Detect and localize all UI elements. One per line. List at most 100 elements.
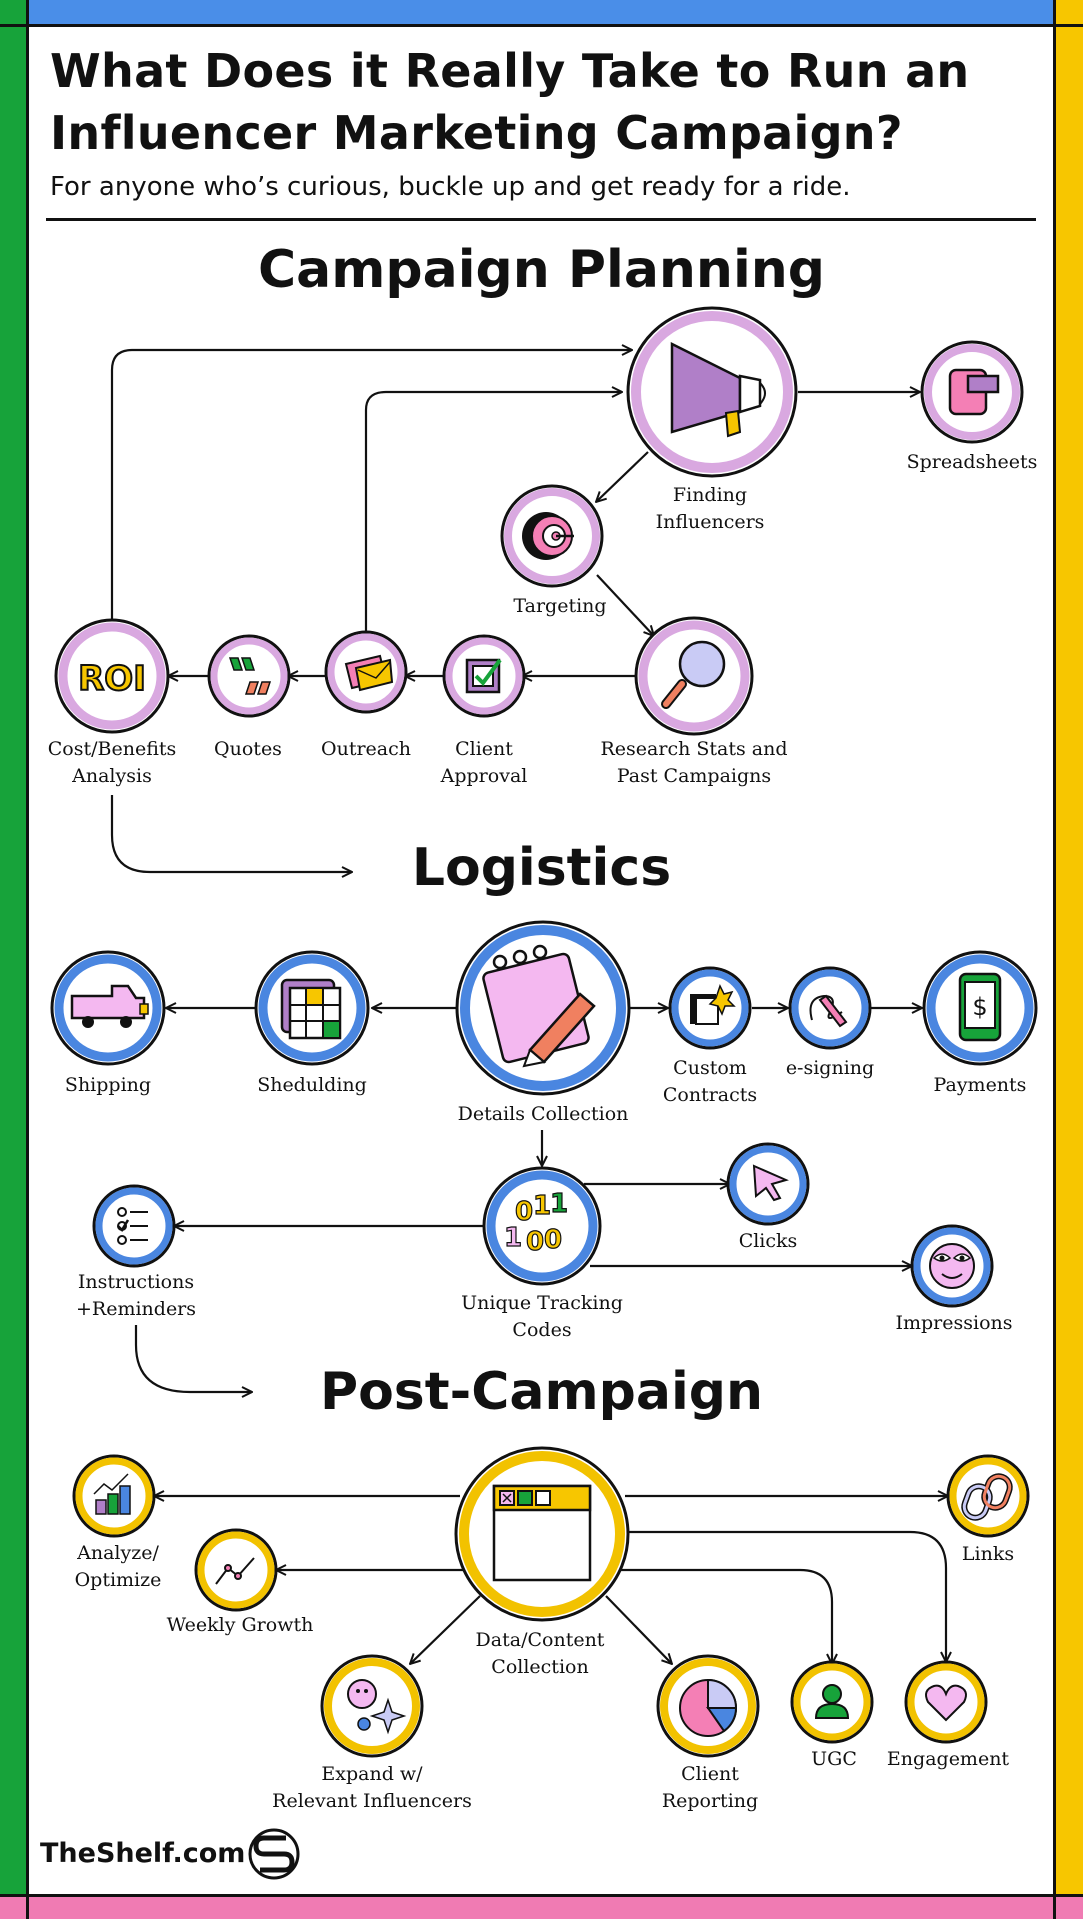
roi-text: ROI [78, 659, 146, 699]
weekly-growth-node [194, 1528, 278, 1612]
label-line: Influencers [655, 511, 765, 533]
top-bar [0, 0, 1083, 26]
label-analyze: Analyze/ Optimize [75, 1540, 162, 1594]
quotes-node [207, 634, 291, 718]
label-line: Analysis [72, 765, 152, 787]
label-details-collection: Details Collection [457, 1103, 629, 1125]
label-weekly-growth: Weekly Growth [166, 1614, 314, 1636]
svg-text:0: 0 [544, 1225, 562, 1255]
label-line: Client [681, 1763, 739, 1785]
impressions-node [910, 1224, 994, 1308]
frame-line-top [0, 24, 1083, 27]
payments-node: $ [922, 950, 1038, 1066]
tracking-codes-node: 0 1 1 1 0 0 [482, 1166, 602, 1286]
label-data-collection: Data/Content Collection [476, 1627, 605, 1681]
targeting-node [500, 484, 604, 588]
svg-text:1: 1 [533, 1191, 551, 1221]
svg-text:1: 1 [550, 1189, 568, 1219]
page-title: What Does it Really Take to Run an Influ… [50, 40, 1010, 164]
browser-window-icon [492, 1484, 592, 1582]
logistics-connectors [134, 1008, 922, 1392]
planning-connectors [110, 350, 920, 872]
label-line: Research Stats and [600, 738, 788, 760]
label-line: Expand w/ [321, 1763, 423, 1785]
chain-link-icon [961, 1473, 1013, 1521]
spreadsheets-node [920, 340, 1024, 444]
label-line: Client [455, 738, 513, 760]
details-collection-node [455, 920, 631, 1096]
checkbox-icon [465, 658, 502, 694]
label-client-approval: Client Approval [441, 736, 528, 790]
megaphone-icon [670, 341, 766, 438]
section-title-logistics: Logistics [411, 838, 672, 898]
scheduling-node [254, 950, 370, 1066]
label-line: Optimize [74, 1569, 162, 1591]
footer-brand[interactable]: TheShelf.com [40, 1838, 246, 1869]
phone-dollar-icon: $ [958, 972, 1002, 1042]
finding-influencers-node [626, 306, 798, 478]
label-clicks: Clicks [738, 1230, 798, 1252]
label-impressions: Impressions [895, 1312, 1013, 1334]
engagement-node [904, 1660, 988, 1744]
label-expand: Expand w/ Relevant Influencers [272, 1761, 472, 1815]
custom-contracts-node [668, 966, 752, 1050]
right-bar [1055, 0, 1083, 1919]
label-cost-benefits: Cost/Benefits Analysis [48, 736, 177, 790]
label-e-signing: e-signing [785, 1057, 875, 1079]
client-reporting-node [656, 1654, 760, 1758]
bar-chart-icon [93, 1473, 131, 1515]
label-research: Research Stats and Past Campaigns [600, 736, 787, 790]
label-line: Cost/Benefits [47, 738, 177, 760]
label-line: Unique Tracking [461, 1292, 623, 1314]
magnifier-icon [661, 640, 726, 709]
label-line: Past Campaigns [616, 765, 772, 787]
post-connectors [154, 1496, 948, 1664]
ugc-node [790, 1660, 874, 1744]
frame-line-left [26, 0, 29, 1919]
signature-pen-icon [809, 994, 848, 1028]
quotes-icon [228, 657, 272, 695]
label-instructions: Instructions +Reminders [76, 1269, 196, 1323]
contract-icon [690, 984, 736, 1025]
label-ugc: UGC [811, 1748, 857, 1770]
label-line: Collection [491, 1656, 589, 1678]
label-line: Instructions [77, 1271, 195, 1293]
data-collection-node [454, 1446, 630, 1622]
label-finding-influencers: Finding Influencers [656, 482, 765, 536]
title-divider [46, 218, 1036, 221]
label-line: Codes [512, 1319, 572, 1341]
label-payments: Payments [933, 1074, 1027, 1096]
links-node [946, 1454, 1030, 1538]
label-line: Approval [440, 765, 528, 787]
pie-chart-icon [679, 1678, 738, 1737]
label-shipping: Shipping [64, 1074, 152, 1096]
label-outreach: Outreach [321, 738, 411, 760]
research-node [634, 616, 754, 736]
label-line: Relevant Influencers [272, 1790, 472, 1812]
svg-text:0: 0 [526, 1227, 544, 1257]
label-line: Custom [673, 1057, 747, 1079]
checklist-icon [117, 1207, 148, 1245]
face-icon [929, 1243, 975, 1289]
label-line: Analyze/ [77, 1542, 159, 1564]
svg-text:0: 0 [515, 1197, 533, 1227]
bottom-bar [0, 1896, 1083, 1919]
frame-line-bottom [0, 1894, 1083, 1897]
heart-icon [925, 1684, 967, 1722]
theshelf-logo-icon [248, 1828, 300, 1880]
label-quotes: Quotes [214, 738, 282, 760]
label-line: +Reminders [75, 1298, 197, 1320]
person-icon [814, 1684, 850, 1719]
truck-icon [70, 984, 149, 1028]
expand-node [320, 1654, 424, 1758]
notepad-pencil-icon [482, 944, 596, 1068]
section-title-planning: Campaign Planning [257, 240, 826, 300]
label-tracking-codes: Unique Tracking Codes [461, 1290, 623, 1344]
binary-code-icon: 0 1 1 1 0 0 [503, 1188, 568, 1257]
svg-text:1: 1 [504, 1223, 522, 1253]
section-title-post: Post-Campaign [319, 1362, 764, 1422]
title-line-2: Influencer Marketing Campaign? [50, 106, 903, 160]
label-custom-contracts: Custom Contracts [663, 1055, 757, 1109]
client-approval-node [442, 634, 526, 718]
label-targeting: Targeting [513, 595, 607, 617]
